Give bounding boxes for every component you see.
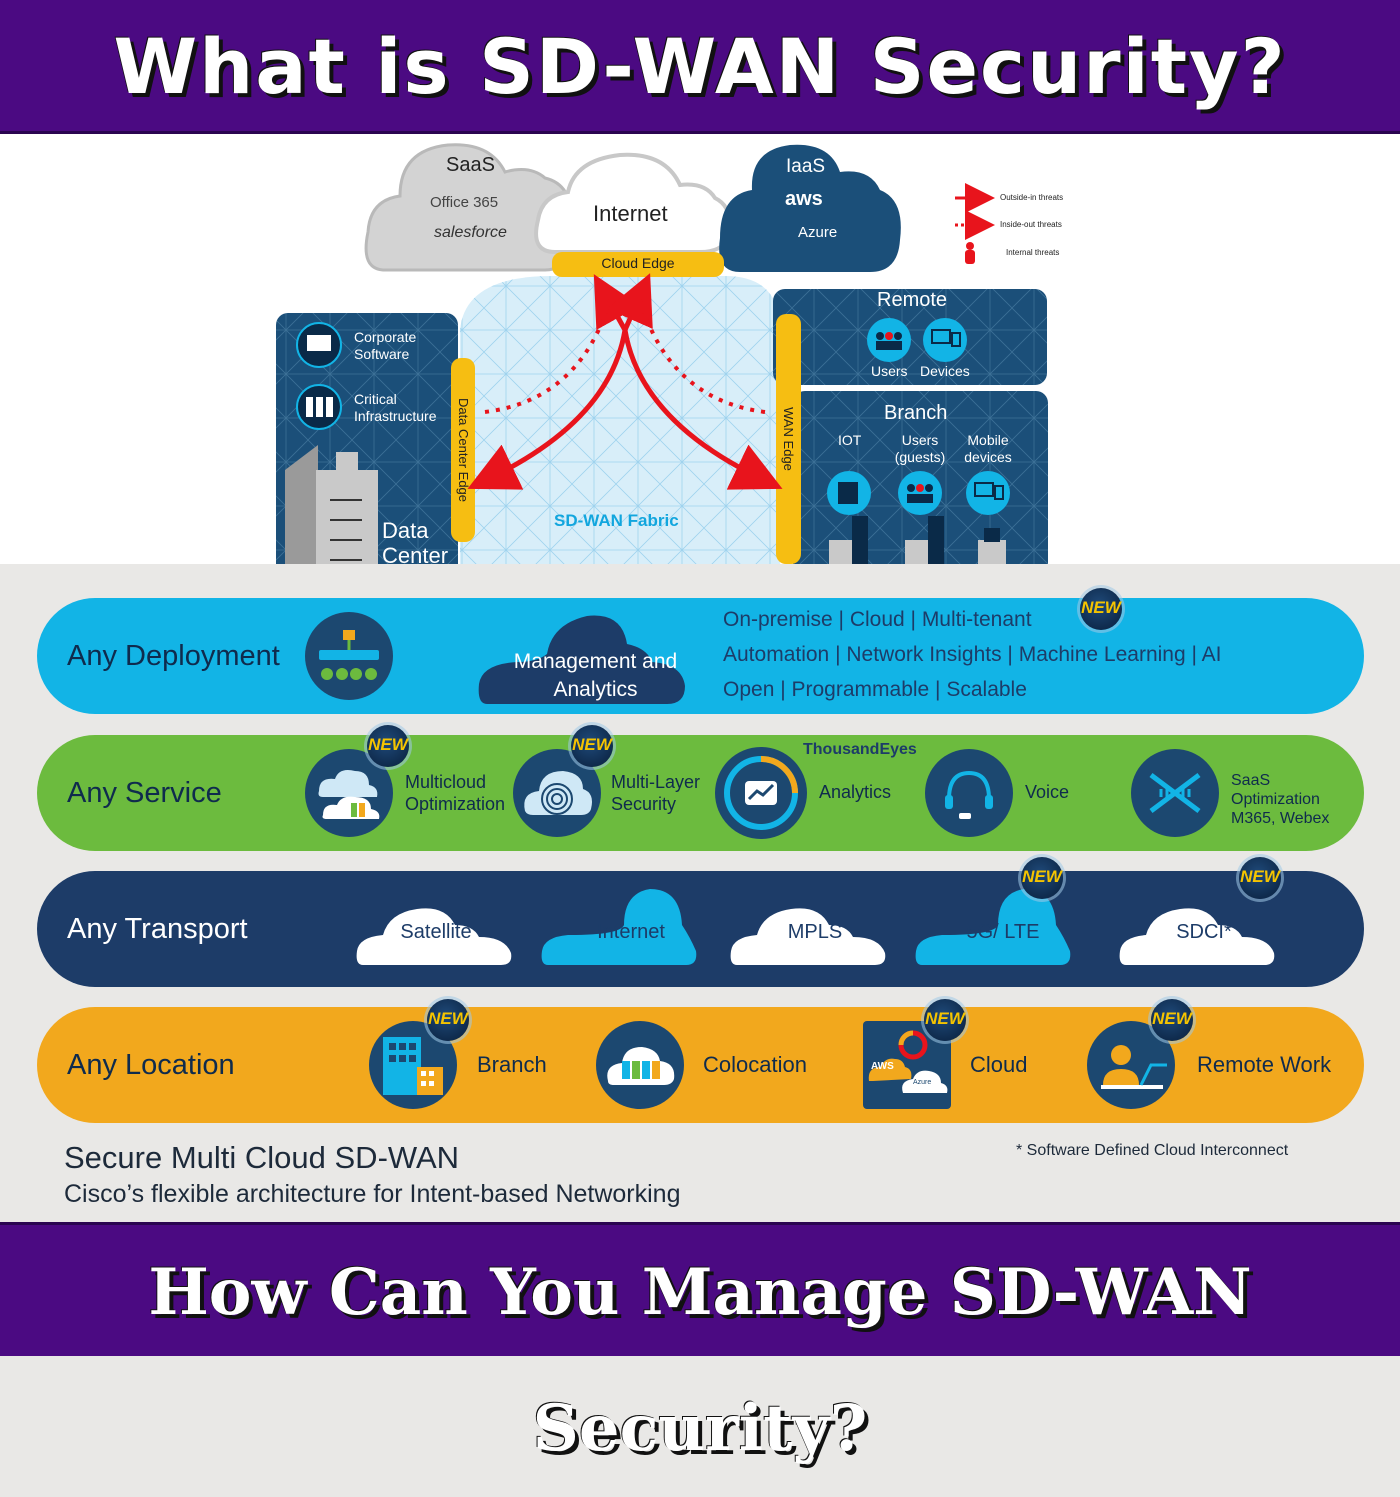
saas-optimization-label: SaaS Optimization M365, Webex (1231, 772, 1330, 827)
mpls-cloud (730, 908, 886, 965)
new-badge: NEW (1239, 857, 1281, 899)
analytics-icon (715, 747, 807, 839)
sdci-label: SDCI* (1176, 921, 1232, 943)
data-center-title: Data Center (382, 518, 449, 568)
remote-title: Remote (877, 289, 948, 311)
footer-title: Secure Multi Cloud SD-WAN (64, 1140, 460, 1175)
voice-label: Voice (1025, 782, 1070, 802)
cloud-location-label: Cloud (970, 1052, 1028, 1077)
azure-badge-label: Azure (913, 1079, 932, 1086)
satellite-cloud (356, 908, 512, 965)
service-label: Any Service (67, 777, 222, 809)
voice-icon (925, 749, 1013, 837)
deployment-line-2: Automation | Network Insights | Machine … (723, 643, 1222, 666)
data-center-edge-bar (451, 358, 475, 542)
colocation-icon (596, 1021, 684, 1109)
new-badge: NEW (367, 725, 409, 767)
cloud-edge-label: Cloud Edge (601, 255, 675, 271)
remote-users-label: Users (871, 363, 908, 379)
guest-users-icon (898, 471, 942, 515)
critical-infrastructure-icon (296, 384, 342, 430)
remote-devices-icon (923, 318, 967, 362)
iaas-cloud (719, 144, 901, 272)
multi-layer-security-label: Multi-Layer Security (611, 772, 701, 814)
location-label: Any Location (67, 1049, 235, 1081)
critical-infrastructure-label: Critical Infrastructure (354, 391, 437, 424)
data-center-box (276, 313, 458, 564)
branch-location-label: Branch (477, 1052, 547, 1077)
footer-subtitle: Cisco’s flexible architecture for Intent… (64, 1180, 681, 1208)
top-banner: What is SD-WAN Security? (0, 0, 1400, 134)
multicloud-optimization-label: Multicloud Optimization (405, 772, 506, 814)
sdci-cloud (1119, 908, 1275, 965)
5g-lte-cloud (915, 889, 1071, 965)
new-badge: NEW (1080, 588, 1122, 630)
analytics-label: Analytics (819, 782, 892, 802)
data-center-edge-label: Data Center Edge (456, 397, 471, 503)
management-cloud (478, 615, 685, 704)
internet-transport-label: Internet (597, 921, 665, 943)
sd-wan-fabric-label: SD-WAN Fabric (554, 511, 679, 530)
footnote: * Software Defined Cloud Interconnect (1016, 1142, 1289, 1159)
cloud-edge-bar (552, 252, 724, 277)
corporate-software-icon (296, 322, 342, 368)
remote-users-icon (867, 318, 911, 362)
deployment-hierarchy-icon (305, 612, 393, 700)
saas-title: SaaS (446, 154, 495, 176)
salesforce-logo: salesforce (434, 224, 507, 241)
iaas-title: IaaS (786, 156, 826, 177)
thousandeyes-logo: ThousandEyes (803, 741, 917, 758)
row-any-deployment: Any Deployment Management and Analytics … (37, 588, 1364, 714)
new-badge: NEW (924, 999, 966, 1041)
remote-work-label: Remote Work (1197, 1052, 1332, 1077)
remote-devices-label: Devices (920, 363, 970, 379)
legend-internal: Internal threats (1006, 248, 1060, 257)
wan-edge-label: WAN Edge (781, 407, 796, 471)
internet-transport-cloud (541, 889, 697, 965)
top-title: What is SD-WAN Security? (113, 22, 1287, 111)
branch-users-label: Users (guests) (894, 432, 946, 465)
branch-mobile-label: Mobile devices (964, 432, 1012, 465)
branch-iot-label: IOT (838, 432, 862, 448)
satellite-label: Satellite (400, 921, 472, 943)
corporate-software-label: Corporate Software (354, 329, 417, 362)
legend-inside-out: Inside-out threats (1000, 220, 1062, 229)
iot-icon (827, 471, 871, 515)
new-badge: NEW (571, 725, 613, 767)
colocation-label: Colocation (703, 1052, 807, 1077)
internet-title: Internet (593, 201, 668, 226)
management-analytics-label: Management and Analytics (513, 650, 678, 701)
branch-box (793, 391, 1048, 564)
new-badge: NEW (1151, 999, 1193, 1041)
row-any-location: Any Location Branch NEW Colocation AWS A… (37, 999, 1364, 1123)
deployment-line-1: On-premise | Cloud | Multi-tenant (723, 608, 1032, 631)
wan-edge-bar (776, 314, 801, 564)
mpls-label: MPLS (787, 921, 843, 943)
legend-outside-in: Outside-in threats (1000, 193, 1064, 202)
branch-title: Branch (884, 402, 948, 424)
threat-legend (955, 183, 995, 264)
saas-optimization-icon (1131, 749, 1219, 837)
row-any-transport: Any Transport Satellite Internet MPLS 5G… (37, 857, 1364, 987)
azure-logo: Azure (798, 224, 838, 241)
aws-logo: aws (785, 188, 823, 210)
office365-logo: Office 365 (430, 194, 499, 211)
deployment-line-3: Open | Programmable | Scalable (723, 678, 1027, 701)
row-any-service: Any Service Multicloud Optimization NEW … (37, 725, 1364, 851)
mobile-devices-icon (966, 471, 1010, 515)
deployment-label: Any Deployment (67, 640, 280, 672)
bottom-title: How Can You Manage SD-WAN Security? (148, 1255, 1252, 1466)
transport-label: Any Transport (67, 913, 248, 945)
aws-badge-label: AWS (871, 1061, 894, 1072)
architecture-diagram: SaaS Office 365 salesforce Internet Clou… (0, 134, 1400, 568)
5g-lte-label: 5G/ LTE (966, 921, 1040, 943)
new-badge: NEW (427, 999, 469, 1041)
inside-out-threat-arrows (484, 299, 766, 414)
bottom-banner: How Can You Manage SD-WAN Security? (0, 1222, 1400, 1466)
new-badge: NEW (1021, 857, 1063, 899)
sd-wan-fabric (460, 276, 780, 564)
